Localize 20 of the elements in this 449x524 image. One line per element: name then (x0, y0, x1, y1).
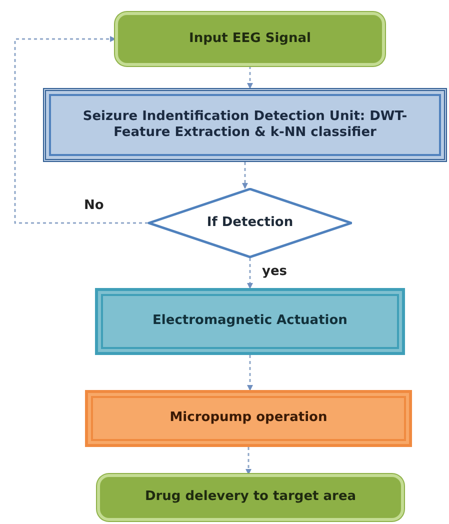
process-box (43, 88, 447, 162)
node-text: Seizure Indentification Detection Unit: DWT-Feature Extraction & k-NN classifier (82, 108, 408, 142)
arrow (242, 162, 248, 189)
process-box (97, 474, 404, 521)
node-text: Input EEG Signal (189, 30, 311, 48)
edge-label: No (82, 199, 106, 212)
node-text: Electromagnetic Actuation (152, 313, 348, 330)
node-text: If Detection (206, 214, 294, 232)
edge-label: yes (260, 265, 290, 278)
arrow (246, 447, 252, 475)
process-box (95, 288, 405, 355)
arrow (247, 355, 253, 391)
process-box (115, 12, 385, 66)
decision-diamond (148, 188, 352, 258)
node-text: Micropump operation (170, 410, 328, 427)
node-text: Drug delevery to target area (144, 489, 356, 506)
arrow (14, 36, 148, 224)
arrow (247, 66, 253, 89)
arrow (247, 258, 253, 289)
process-box (85, 390, 412, 447)
